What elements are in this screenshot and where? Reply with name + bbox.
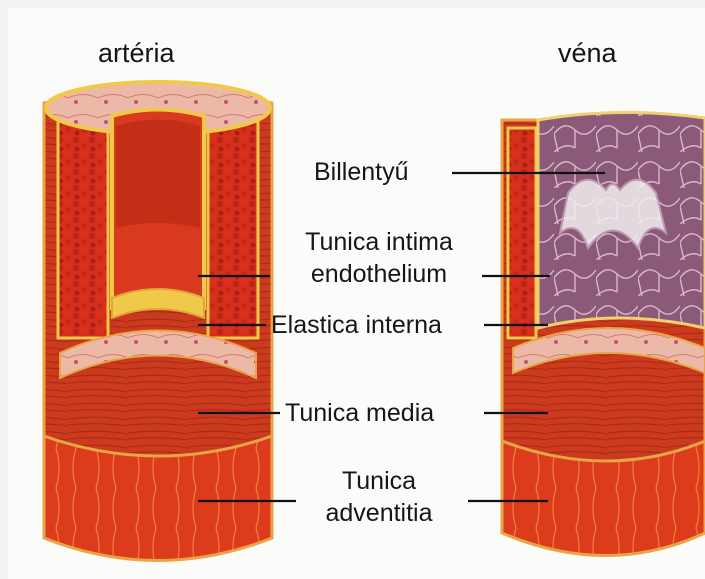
intima-label-line1: Tunica intima <box>284 227 474 257</box>
adventitia-label-line2: adventitia <box>304 498 454 528</box>
artery-drawing <box>44 82 272 561</box>
artery-lumen-shade <box>116 120 200 229</box>
valve-label: Billentyű <box>314 157 409 187</box>
vein-wall-left <box>508 128 536 338</box>
vein-title: véna <box>558 38 617 68</box>
artery-wall-left <box>58 113 108 338</box>
artery-title: artéria <box>98 38 175 68</box>
adventitia-label-line1: Tunica <box>304 466 454 496</box>
vein-drawing <box>502 112 705 555</box>
figure-page: artéria véna Billentyű Tunica intima end… <box>8 8 705 579</box>
elastica-label: Elastica interna <box>271 310 442 340</box>
intima-label-line2: endothelium <box>284 259 474 289</box>
media-label: Tunica media <box>285 398 434 428</box>
artery-wall-right <box>208 113 258 338</box>
